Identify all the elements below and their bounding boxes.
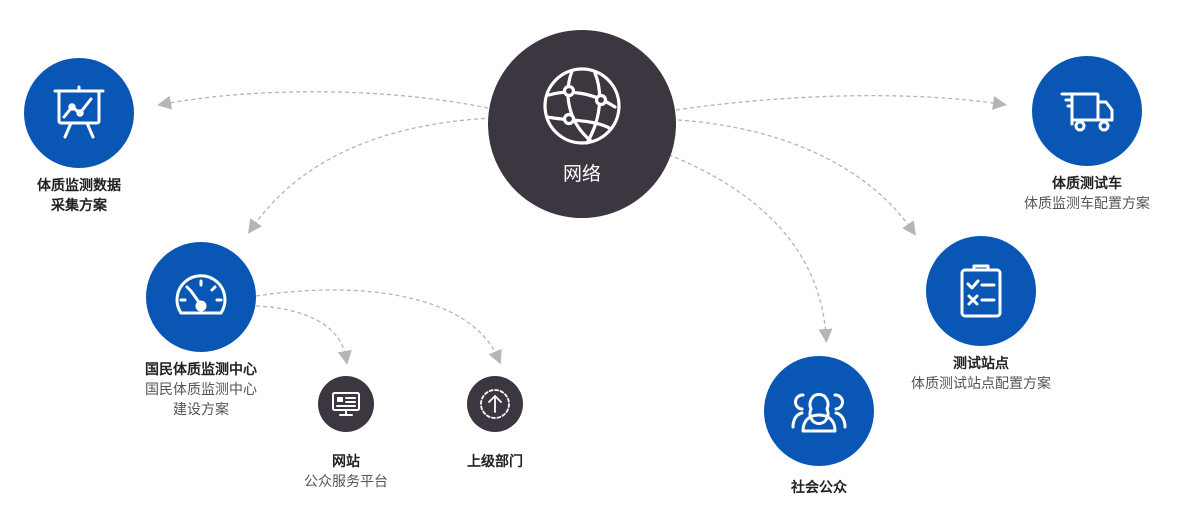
test-vehicle-subtitle: 体质监测车配置方案 [1024,196,1150,212]
connector-hub-to-public [661,151,833,343]
globe-network-icon [543,66,621,145]
connector-hub-to-data-collection [157,91,489,110]
node-test-vehicle [1032,56,1142,166]
clipboard-checklist-icon [960,264,1002,318]
hub-label: 网络 [562,162,601,185]
data-collection-line-2: 采集方案 [51,198,107,214]
label-website: 网站 公众服务平台 [296,452,396,492]
label-public: 社会公众 [769,478,869,498]
label-test-station: 测试站点 体质测试站点配置方案 [896,354,1066,394]
upload-arrow-icon [480,389,510,419]
test-station-title: 测试站点 [953,356,1009,372]
data-collection-line-1: 体质监测数据 [37,178,121,194]
connector-center-to-website [255,305,352,365]
node-superior-department [467,376,523,432]
test-vehicle-title: 体质测试车 [1052,176,1122,192]
national-center-title: 国民体质监测中心 [145,362,257,378]
hub-network: 网络 [488,30,676,218]
connector-center-to-superior [255,289,502,365]
delivery-truck-icon [1060,92,1114,132]
label-superior-department: 上级部门 [445,452,545,472]
connector-hub-to-test-vehicle [675,95,1007,111]
node-data-collection [24,58,134,168]
superior-title: 上级部门 [467,454,523,470]
website-subtitle: 公众服务平台 [304,474,388,490]
national-center-subtitle-1: 国民体质监测中心 [145,382,257,398]
people-group-icon [791,392,847,433]
public-title: 社会公众 [791,480,847,496]
label-test-vehicle: 体质测试车 体质监测车配置方案 [1007,174,1167,214]
test-station-subtitle: 体质测试站点配置方案 [911,376,1051,392]
node-public [764,356,874,466]
node-website [318,376,374,432]
website-title: 网站 [332,454,360,470]
monitor-window-icon [332,392,360,416]
label-data-collection: 体质监测数据 采集方案 [29,176,129,216]
node-national-center [146,242,256,352]
connector-hub-to-test-station [677,119,917,236]
national-center-subtitle-2: 建设方案 [173,402,229,418]
connector-hub-to-national-center [247,117,493,234]
presentation-chart-icon [53,85,105,139]
label-national-center: 国民体质监测中心 国民体质监测中心 建设方案 [121,360,281,420]
node-test-station [926,236,1036,346]
speedometer-gauge-icon [175,274,227,315]
